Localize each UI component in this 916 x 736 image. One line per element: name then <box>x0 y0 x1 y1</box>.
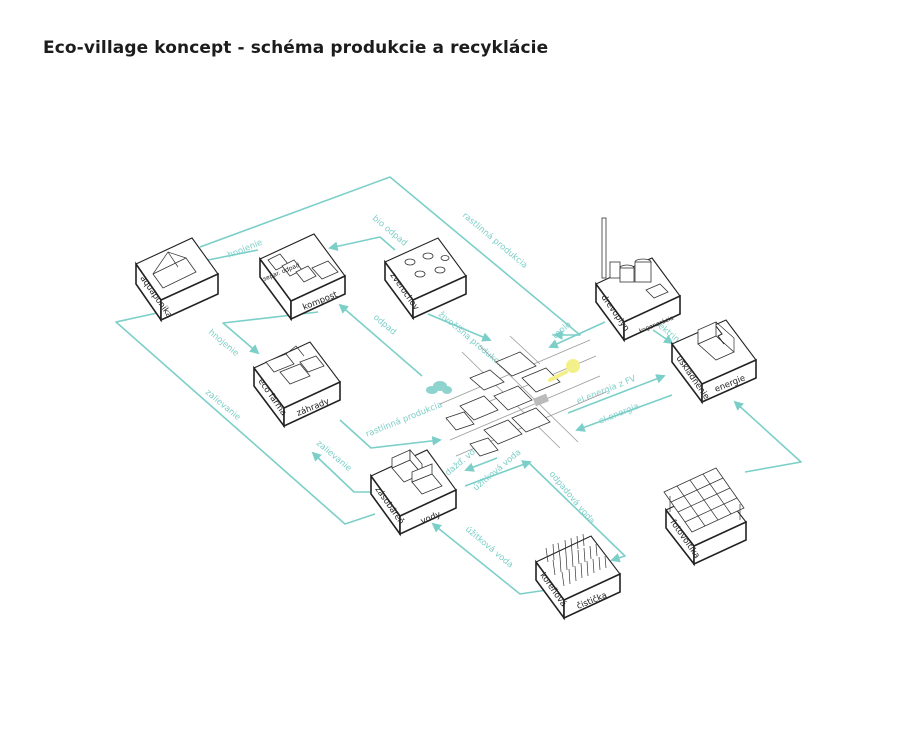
reed-bed-icon <box>545 533 607 587</box>
cloud-icon <box>426 381 452 394</box>
battery-icon <box>697 321 735 361</box>
label-hnojenie-mid: hnojenie <box>206 328 240 359</box>
flow-zalievanie-left <box>115 304 376 525</box>
flow-teplo <box>548 321 606 349</box>
label-odpadova-voda: odpadová voda <box>547 470 597 527</box>
greenhouse-icon <box>152 257 197 289</box>
label-odpad: odpad <box>371 313 398 338</box>
box-drevoplyn: drevoplyn kogenerácia <box>595 217 681 343</box>
house-roof <box>469 437 499 457</box>
flow-zalievanie-mid <box>311 451 375 493</box>
label-hnojenie-top: hnojenie <box>226 238 264 261</box>
label-bio-odpad: bio odpad <box>370 214 409 249</box>
flow-odpad <box>338 303 423 377</box>
box-korenova: koreňová čistička <box>535 533 621 621</box>
label-rastlinna-top: rastlinná produkcia <box>460 211 529 271</box>
box-zverochov: zverochov <box>384 237 467 321</box>
box-uskladnenie: uskladnenie energie <box>671 319 757 405</box>
flow-uzitkova-1 <box>464 460 532 487</box>
house-roof <box>521 367 561 393</box>
flow-dazd-voda <box>464 457 498 472</box>
label-el-energia: el.energia <box>597 402 640 427</box>
box-ecofarma: eco farma záhrady <box>253 341 341 429</box>
house-roof <box>493 385 533 411</box>
box-kompost: separ. odpad kompost <box>259 233 346 322</box>
flow-zivocisna <box>427 313 492 342</box>
village-houses <box>445 351 561 457</box>
solar-panel-icon <box>533 393 549 407</box>
compost-heap-icon <box>311 260 339 280</box>
label-uzitkova-2: úžitková voda <box>463 525 515 571</box>
house-roof <box>495 351 537 377</box>
flow-bio-odpad <box>328 236 396 252</box>
box-fotovoltika: fotovoltika <box>663 467 747 567</box>
flow-odpadova-voda <box>527 461 626 563</box>
flow-fv-to-storage <box>733 400 802 473</box>
label-zalievanie-mid: zalievanie <box>314 439 353 474</box>
house-roof <box>459 395 499 421</box>
factory-icon <box>601 217 669 299</box>
flow-lines <box>115 176 802 595</box>
sun-icon <box>548 359 580 382</box>
water-tank-icon <box>391 448 443 495</box>
box-aquaponika: aquaponika <box>135 237 219 323</box>
house-roof <box>483 419 523 445</box>
flow-el-energia-fv <box>567 374 666 414</box>
flow-el-energia <box>575 394 673 432</box>
flow-rastlinna-mid <box>339 419 442 449</box>
label-zalievanie-left: zalievanie <box>203 388 242 423</box>
flow-rastlinna-top <box>199 176 581 340</box>
page-title: Eco-village koncept - schéma produkcie a… <box>43 38 549 58</box>
flow-hnojenie-mid <box>222 311 319 355</box>
animal-icons <box>404 252 450 278</box>
house-roof <box>469 369 505 391</box>
village-center <box>426 335 607 457</box>
flow-elektrina <box>652 329 674 345</box>
farm-icon <box>265 345 325 385</box>
house-roof <box>445 411 475 431</box>
box-zasobaren: zásobáreň vody <box>370 448 457 537</box>
house-roof <box>511 407 551 433</box>
label-rastlinna-mid: rastlinná produkcia <box>364 400 444 440</box>
bin-icon <box>295 265 317 283</box>
solar-array-icon <box>663 467 745 533</box>
